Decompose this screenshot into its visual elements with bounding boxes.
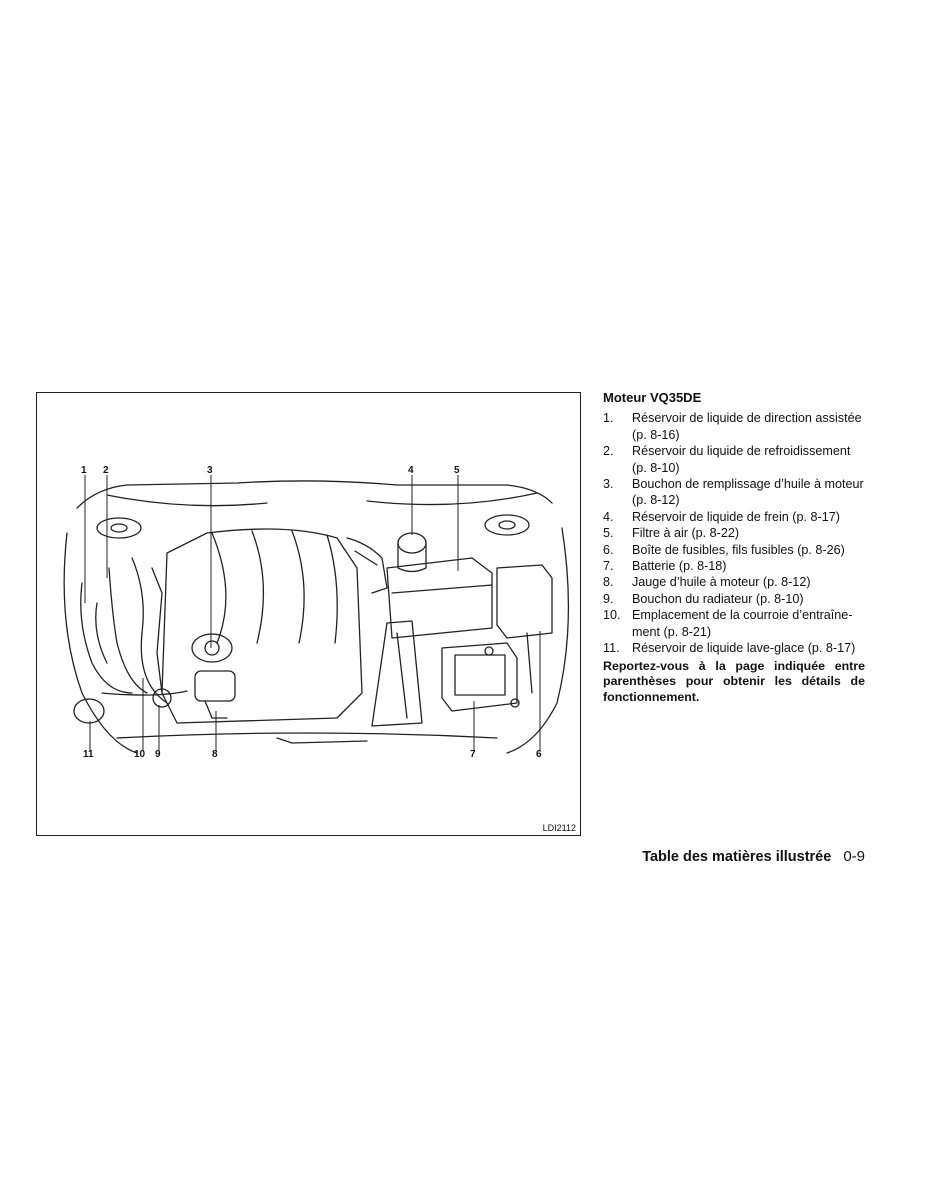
item-text: Boîte de fusibles, fils fusibles (p. 8-2… [632, 542, 845, 557]
item-text: Batterie (p. 8-18) [632, 559, 727, 574]
item-number: 7. [603, 559, 614, 574]
section-title: Moteur VQ35DE [603, 390, 702, 405]
callout-9: 9 [155, 749, 161, 760]
callout-3: 3 [207, 465, 213, 476]
reference-note: Reportez-vous à la page indiquée entre p… [603, 658, 865, 704]
list-item: 3. Bouchon de remplissage d’huile à mote… [603, 476, 865, 509]
list-item: 2. Réservoir du liquide de refroidisseme… [603, 443, 865, 476]
callout-11: 11 [83, 749, 94, 760]
list-item: 6. Boîte de fusibles, fils fusibles (p. … [603, 542, 865, 558]
callout-1: 1 [81, 465, 87, 476]
list-item: 11. Réservoir de liquide lave-glace (p. … [603, 640, 865, 656]
callout-4: 4 [408, 465, 414, 476]
list-item: 1. Réservoir de liquide de direction ass… [603, 410, 865, 443]
callout-5: 5 [454, 465, 460, 476]
item-text: Réservoir de liquide de direction assist… [632, 411, 862, 442]
item-number: 6. [603, 542, 614, 557]
engine-bay-illustration [63, 475, 570, 754]
item-number: 5. [603, 526, 614, 541]
list-item: 10. Emplacement de la courroie d’entraîn… [603, 607, 865, 640]
callout-10: 10 [134, 749, 146, 760]
list-item: 4. Réservoir de liquide de frein (p. 8-1… [603, 509, 865, 525]
page-number: 0-9 [843, 848, 865, 865]
footer-title: Table des matières illustrée [642, 849, 832, 865]
callout-8: 8 [212, 749, 218, 760]
item-text: Jauge d’huile à moteur (p. 8-12) [632, 575, 811, 590]
item-number: 9. [603, 591, 614, 606]
list-item: 8. Jauge d’huile à moteur (p. 8-12) [603, 574, 865, 590]
item-text: Bouchon de remplissage d’huile à moteur … [632, 477, 864, 508]
item-number: 8. [603, 575, 614, 590]
item-number: 11. [603, 641, 620, 656]
item-number: 1. [603, 411, 614, 426]
item-text: Réservoir du liquide de refroidissement … [632, 444, 851, 475]
page-footer: Table des matières illustrée 0-9 [642, 848, 865, 865]
list-item: 9. Bouchon du radiateur (p. 8-10) [603, 591, 865, 607]
engine-figure: 1 2 3 4 5 6 7 8 9 10 11 LDI2112 [36, 392, 581, 836]
item-text: Réservoir de liquide de frein (p. 8-17) [632, 509, 840, 524]
list-item: 5. Filtre à air (p. 8-22) [603, 525, 865, 541]
list-item: 7. Batterie (p. 8-18) [603, 558, 865, 574]
item-text: Filtre à air (p. 8-22) [632, 526, 740, 541]
callout-2: 2 [103, 465, 109, 476]
item-number: 10. [603, 608, 621, 623]
item-number: 2. [603, 444, 614, 459]
callout-6: 6 [536, 749, 542, 760]
item-text: Emplacement de la courroie d’entraîne­me… [632, 608, 853, 639]
item-number: 4. [603, 509, 614, 524]
figure-code: LDI2112 [542, 823, 576, 833]
item-number: 3. [603, 477, 614, 492]
item-text: Réservoir de liquide lave-glace (p. 8-17… [632, 641, 856, 656]
item-text: Bouchon du radiateur (p. 8-10) [632, 591, 804, 606]
callout-7: 7 [470, 749, 476, 760]
component-list-section: Moteur VQ35DE 1. Réservoir de liquide de… [603, 390, 865, 705]
